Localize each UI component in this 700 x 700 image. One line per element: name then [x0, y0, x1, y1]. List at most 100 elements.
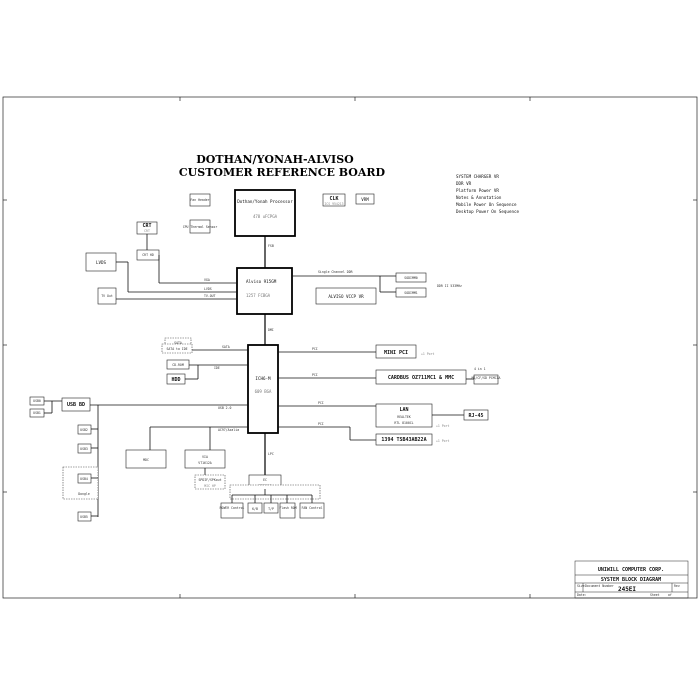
note-item: Notes & Annotation [456, 195, 502, 200]
flash-rom-label: Flash ROM [279, 506, 296, 510]
mdc-box [125, 449, 167, 469]
diagram-title-line1: DOTHAN/YONAH-ALVISO [196, 153, 354, 166]
kb-box [247, 502, 263, 514]
notes-list: SYSTEM CHARGER VR DDR VR Platform Power … [456, 174, 520, 214]
usb2-label: USB2 [80, 428, 88, 432]
clk-box [322, 193, 346, 207]
ich6m-label: ICH6-M [255, 376, 271, 381]
audio-sub-label: MIC HP [204, 484, 216, 488]
pci-label-1: PCI [312, 347, 318, 351]
flash-rom-box [279, 502, 296, 519]
ddr-label: Single Channel DDR [318, 270, 353, 274]
usb3-label: USB3 [80, 447, 88, 451]
clk-sub: ICS 954213 [324, 202, 343, 206]
date-label: Date: [577, 593, 587, 597]
four-in-one-label: 4 in 1 [474, 367, 486, 371]
ieee1394-note: +1 Port [436, 439, 450, 443]
cdrom-label: CD-ROM [172, 363, 184, 367]
rj45-label: RJ-45 [468, 413, 483, 419]
dmi-label: DMI [268, 328, 274, 332]
sodimm0-label: SODIMM0 [404, 276, 418, 280]
vrm-box [355, 193, 375, 205]
usb3-box [77, 443, 92, 454]
sodimm1-box [395, 287, 427, 298]
ich6m-box [247, 344, 279, 434]
thermal-sensor-label: CPU Thermal Sensor [183, 225, 218, 229]
sheet-title: SYSTEM BLOCK DIAGRAM [601, 577, 661, 583]
audio-out-box [194, 474, 226, 490]
lan-label: LAN [399, 407, 408, 413]
note-item: Desktop Power On Sequence [456, 209, 520, 214]
usb-bd-label: USB BD [67, 402, 85, 408]
usb5-label: USB5 [80, 515, 88, 519]
note-item: Mobile Power On Sequence [456, 202, 517, 207]
sheet-frame [2, 96, 698, 599]
rj45-box [463, 409, 489, 421]
fan-header-label: Fan Header [190, 198, 209, 202]
crt-label: CRT [142, 223, 151, 229]
lan-note: +1 Port [436, 424, 450, 428]
ide-label: IDE [214, 366, 220, 370]
pci-label-2: PCI [312, 373, 318, 377]
mini-pci-box [375, 344, 417, 359]
clk-label: CLK [329, 196, 338, 202]
sata-link-label: SATA [222, 345, 230, 349]
mini-pci-note: +1 Port [421, 352, 435, 356]
company-name: UNIWILL COMPUTER CORP. [598, 567, 664, 573]
note-item: Platform Power VR [456, 188, 499, 193]
sata-box-label: SATA [174, 341, 182, 345]
usb2-box [77, 424, 92, 435]
rev-label: Rev [674, 584, 680, 588]
fan-control-box [299, 502, 325, 519]
usb4-label: USB4 [80, 477, 88, 481]
ddr-speed-label: DDR II 533MHz [437, 284, 462, 288]
ich6m-package: 609 BGA [255, 389, 272, 394]
tp-label: T/P [268, 507, 274, 511]
sodimm0-box [395, 272, 427, 283]
audio-out-label: SPDIF/SPKout [198, 478, 221, 482]
vrm-label: VRM [361, 197, 369, 202]
fan-control-label: FAN Control [301, 506, 322, 510]
ieee1394-label: 1394 TSB43AB22A [381, 437, 426, 443]
via-box [184, 449, 226, 469]
via-label: VIA [202, 455, 208, 459]
sheet-number-label: Sheet [650, 593, 660, 597]
lpc-label: LPC [268, 452, 274, 456]
via-sub: VT1612A [198, 461, 212, 465]
sata-ide-box [161, 343, 193, 354]
pci-label-3: PCI [318, 401, 324, 405]
usb4-box [77, 473, 92, 484]
size-label: Size [577, 584, 585, 588]
crt-hd-label: CRT HD [142, 253, 154, 257]
ec-group-outline [229, 484, 321, 500]
fan-header-box [189, 193, 211, 207]
of-label: of [668, 593, 672, 597]
ec-label: EC [263, 478, 267, 482]
cardbus-box [375, 369, 467, 385]
usb-bd-box [61, 397, 91, 412]
usb-link-label: USB 2.0 [218, 406, 232, 410]
lvds-link-label: LVDS [204, 287, 212, 291]
fsb-label: FSB [268, 244, 274, 248]
title-block-frame [574, 560, 689, 599]
alviso-label: Alviso 915GM [246, 279, 277, 284]
crt-sub: CRT [144, 229, 150, 233]
mini-pci-label: MINI PCI [384, 350, 408, 356]
usb0-label: USB0 [33, 399, 41, 403]
cardbus-label: CARDBUS OZ711MC1 & MMC [388, 375, 454, 381]
alviso-box [236, 267, 293, 315]
processor-label: Dothan/Yonah Processor [237, 199, 293, 204]
kb-label: K/B [252, 507, 258, 511]
doc-number: 245EI [618, 586, 636, 593]
tv-box [97, 287, 117, 305]
note-item: DDR VR [456, 181, 472, 186]
tvout-label: TV-OUT [204, 294, 216, 298]
tp-box [263, 502, 279, 514]
processor-package: 478 uFCPGA [253, 214, 278, 219]
sata-hdd-box [164, 337, 192, 347]
power-control-label: POWER Control [220, 506, 245, 510]
diagram-title-line2: CUSTOMER REFERENCE BOARD [179, 166, 386, 179]
ms-label: MS/CF/SD PCMCIA [472, 376, 501, 380]
title-block: UNIWILL COMPUTER CORP. SYSTEM BLOCK DIAG… [574, 560, 689, 599]
